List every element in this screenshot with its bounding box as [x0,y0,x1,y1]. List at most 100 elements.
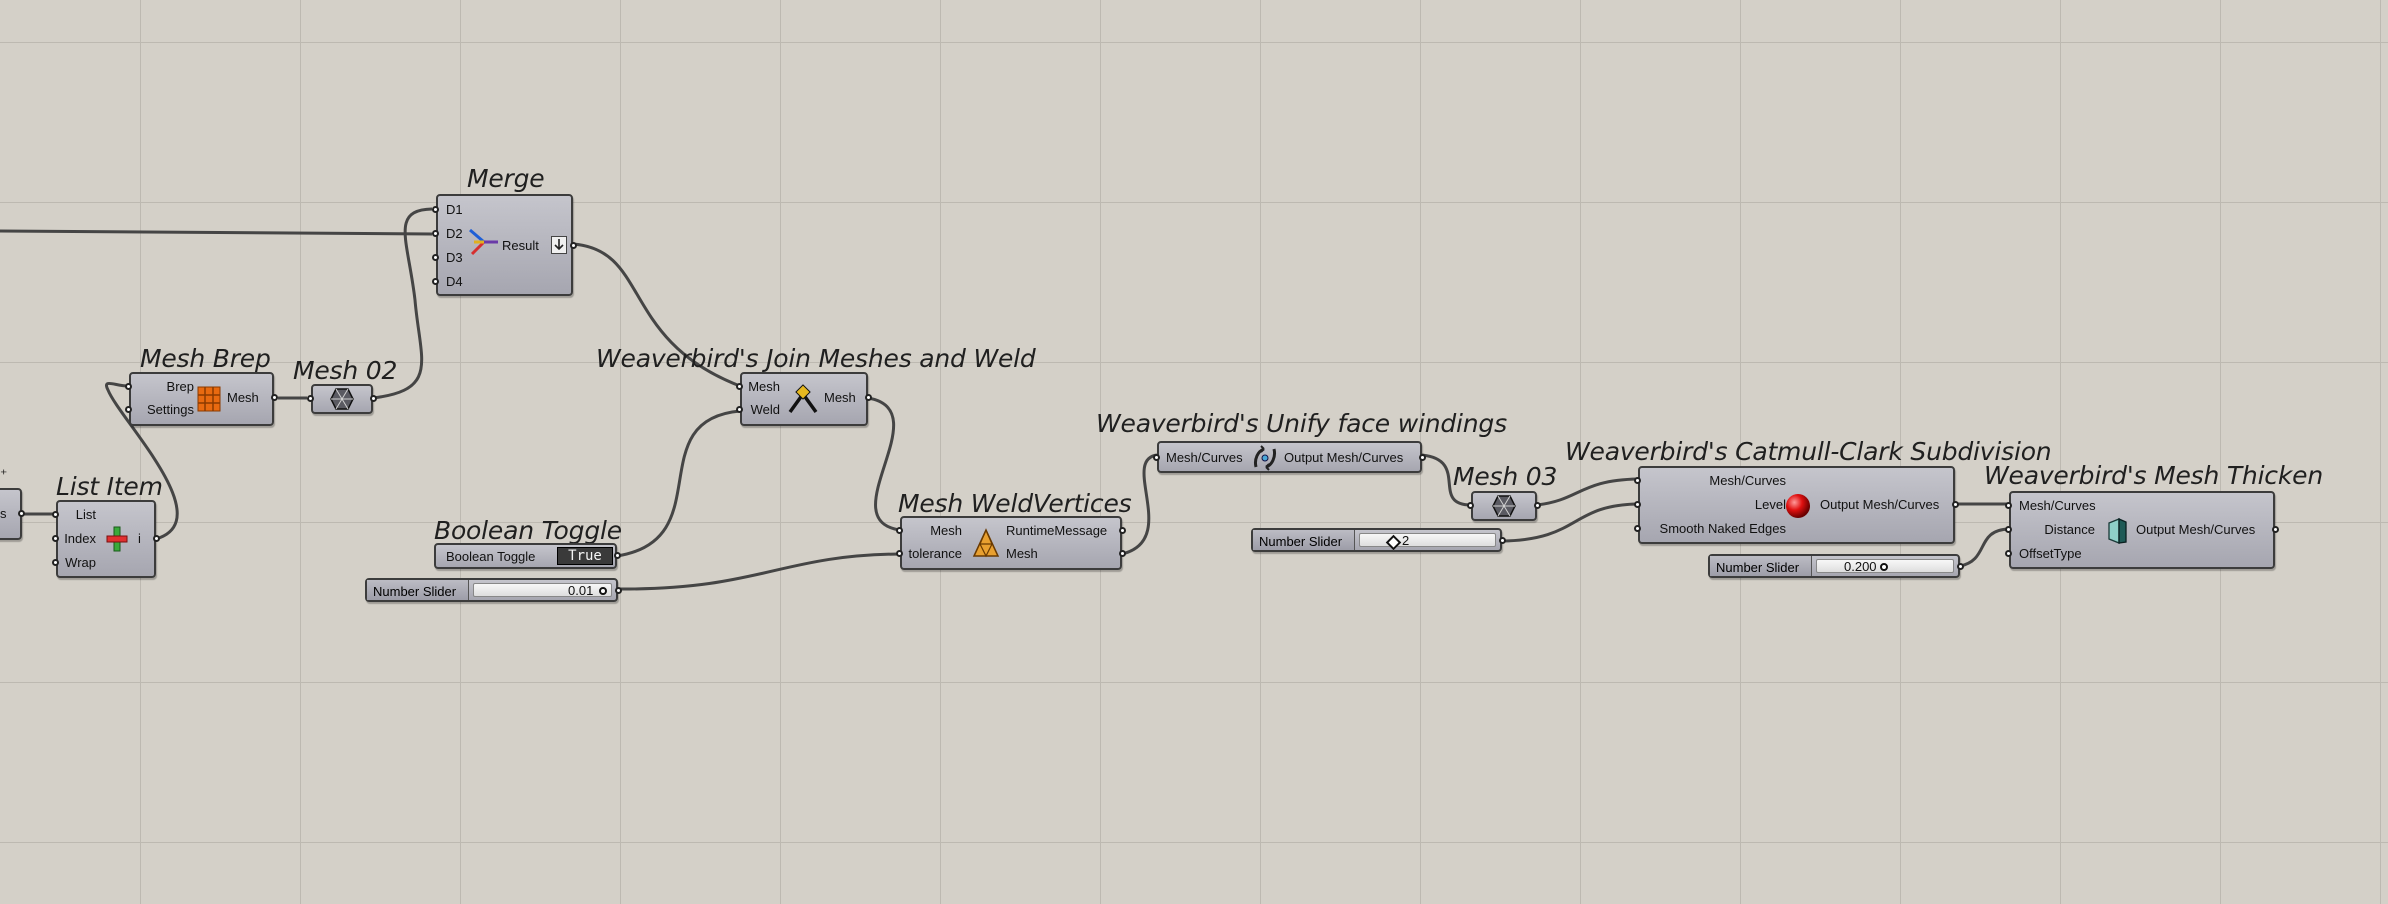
merge-d3-grip[interactable] [432,254,439,261]
weld-vertices-output-runtime: RuntimeMessage [1006,523,1108,538]
list-item-input-list: List [75,507,96,522]
merge-d2-grip[interactable] [432,230,439,237]
wb-join-output-grip[interactable] [865,394,872,401]
tolerance-slider[interactable]: Number Slider 0.01 [365,578,622,602]
level-slider-output-grip[interactable] [1499,537,1506,544]
distance-slider[interactable]: Number Slider 0.200 [1708,554,1964,578]
wb-unify-input-grip[interactable] [1153,454,1160,461]
weld-vertices-mesh-grip[interactable] [896,527,903,534]
wb-catmull-output-grip[interactable] [1952,501,1959,508]
distance-slider-value: 0.200 [1844,559,1877,574]
wb-catmull-input-mesh: Mesh/Curves [1709,473,1786,488]
wb-unify-component[interactable]: Mesh/Curves Output Mesh/Curves [1153,441,1426,473]
wb-thicken-mesh-grip[interactable] [2005,502,2012,509]
tolerance-slider-knob[interactable] [599,587,607,595]
tolerance-slider-output-grip[interactable] [615,587,622,594]
list-item-list-grip[interactable] [52,511,59,518]
boolean-toggle-component[interactable]: Boolean Toggle True [434,543,621,569]
list-item-index-grip[interactable] [52,535,59,542]
list-item-wrap-grip[interactable] [52,559,59,566]
wb-thicken-component[interactable]: Mesh/Curves Distance OffsetType Output M… [2005,491,2279,569]
mesh02-input-grip[interactable] [307,395,314,402]
list-item-input-index: Index [64,531,96,546]
merge-component[interactable]: D1 D2 D3 D4 Result [432,194,577,296]
wire-distslider-to-thicken [1959,527,2010,568]
mesh02-output-grip[interactable] [370,395,377,402]
wb-join-icon [788,384,818,414]
mesh-brep-icon [197,386,221,412]
mesh02-title: Mesh 02 [293,356,398,385]
mesh-brep-input-brep: Brep [166,379,194,394]
boolean-toggle-output-grip[interactable] [614,552,621,559]
level-slider[interactable]: Number Slider 2 [1251,528,1506,552]
mesh-brep-input-settings: Settings [147,402,194,417]
merge-output-result: Result [502,238,539,253]
boolean-toggle-label: Boolean Toggle [446,549,536,564]
list-item-component[interactable]: List Index Wrap i [52,500,160,578]
wb-catmull-input-level: Level [1754,497,1786,512]
merge-d1-grip[interactable] [432,206,439,213]
mesh-hexagon-icon [1492,495,1516,517]
boolean-toggle-title: Boolean Toggle [434,516,622,545]
wb-join-mesh-grip[interactable] [736,383,743,390]
wb-unify-output-grip[interactable] [1419,454,1426,461]
merge-result-grip[interactable] [570,242,577,249]
wb-unify-icon [1254,445,1276,471]
tolerance-slider-track[interactable] [473,583,612,597]
mesh-brep-settings-grip[interactable] [125,406,132,413]
weld-vertices-title: Mesh WeldVertices [898,489,1132,518]
wb-catmull-output: Output Mesh/Curves [1820,497,1940,512]
wb-thicken-offsettype-grip[interactable] [2005,550,2012,557]
weld-vertices-tolerance-grip[interactable] [896,550,903,557]
weld-vertices-component[interactable]: Mesh tolerance RuntimeMessage Mesh [896,516,1126,570]
mesh-brep-title: Mesh Brep [140,344,271,373]
level-slider-track[interactable] [1359,533,1496,547]
list-item-input-wrap: Wrap [65,555,96,570]
wb-join-weld-grip[interactable] [736,406,743,413]
merge-title: Merge [467,164,545,193]
wb-catmull-component[interactable]: Mesh/Curves Level Smooth Naked Edges Out… [1634,466,1959,544]
wb-catmull-title: Weaverbird's Catmull-Clark Subdivision [1565,437,2052,466]
merge-input-d2: D2 [446,226,463,241]
wb-thicken-output: Output Mesh/Curves [2136,522,2256,537]
weld-vertices-output-mesh: Mesh [1006,546,1038,561]
partial-left-component[interactable]: s [0,488,25,540]
wire-tolslider-to-weld [617,552,901,591]
weld-vertices-input-mesh: Mesh [930,523,962,538]
mesh-brep-mesh-grip[interactable] [271,394,278,401]
wb-thicken-distance-grip[interactable] [2005,526,2012,533]
mesh-brep-brep-grip[interactable] [125,383,132,390]
boolean-toggle-value[interactable]: True [557,547,613,565]
wb-catmull-input-smooth: Smooth Naked Edges [1659,521,1786,536]
merge-input-d3: D3 [446,250,463,265]
wb-catmull-level-grip[interactable] [1634,501,1641,508]
mesh-hexagon-icon [330,388,354,410]
wb-thicken-title: Weaverbird's Mesh Thicken [1984,461,2323,490]
wire-join-to-weld [867,396,901,532]
distance-slider-knob[interactable] [1880,563,1888,571]
weld-vertices-mesh-out-grip[interactable] [1119,550,1126,557]
list-item-i-grip[interactable] [153,535,160,542]
mesh-brep-component[interactable]: Brep Settings Mesh [125,372,278,426]
wb-join-output-mesh: Mesh [824,390,856,405]
weld-vertices-runtime-grip[interactable] [1119,527,1126,534]
wb-join-component[interactable]: Mesh Weld Mesh [736,372,872,426]
flatten-icon[interactable] [551,236,567,254]
wb-thicken-input-offsettype: OffsetType [2019,546,2082,561]
distance-slider-output-grip[interactable] [1957,563,1964,570]
mesh03-output-grip[interactable] [1534,502,1541,509]
level-slider-value: 2 [1402,533,1410,548]
merge-d4-grip[interactable] [432,278,439,285]
wb-join-title: Weaverbird's Join Meshes and Weld [596,344,1036,373]
wb-thicken-icon [2108,518,2127,544]
partial-left-output-grip[interactable] [18,510,25,517]
wb-catmull-smooth-grip[interactable] [1634,525,1641,532]
mesh03-input-grip[interactable] [1467,502,1474,509]
mesh03-param[interactable] [1467,491,1541,521]
wb-thicken-output-grip[interactable] [2272,526,2279,533]
wb-join-input-weld: Weld [750,402,780,417]
wb-catmull-mesh-grip[interactable] [1634,477,1641,484]
weld-vertices-icon [972,528,1000,558]
mesh02-param[interactable] [307,384,377,414]
merge-icon [469,228,498,256]
